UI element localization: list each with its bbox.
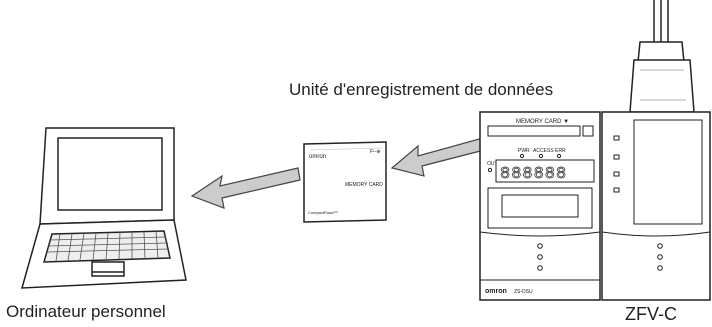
card-label: MEMORY CARD [345, 182, 383, 188]
data-logger-unit-icon: MEMORY CARD ▼ PWR ACCESS ERR OUT 888888 … [479, 111, 601, 301]
card-brand: omron [309, 154, 326, 160]
zfv-c-label: ZFV-C [625, 304, 677, 324]
seven-segment-display: 888888 [500, 165, 567, 184]
indicator-pwr-label: PWR [518, 148, 530, 154]
indicator-err-label: ERR [555, 148, 566, 154]
laptop-icon [20, 127, 187, 289]
arrow-device-to-card [390, 135, 493, 177]
zfv-c-controller-icon [601, 111, 711, 301]
cable-icon [629, 0, 695, 113]
pwr-led [519, 153, 525, 159]
card-model-tag: F¹-⊕ [370, 149, 381, 155]
logger-unit-label: Unité d'enregistrement de données [289, 80, 554, 99]
personal-computer-label: Ordinateur personnel [6, 302, 166, 321]
device-brand: omron [485, 288, 507, 295]
arrow-card-to-pc [190, 167, 301, 209]
device-model: ZS-DSU [514, 289, 533, 295]
out-label: OUT [487, 161, 498, 167]
memory-card-icon: omron F¹-⊕ MEMORY CARD CompactFlash™ [303, 141, 387, 223]
out-led [487, 167, 493, 173]
access-led [538, 153, 544, 159]
err-led [556, 153, 562, 159]
indicator-access-label: ACCESS [533, 148, 554, 154]
card-footer: CompactFlash™ [308, 210, 338, 215]
slot-label: MEMORY CARD ▼ [516, 119, 569, 125]
